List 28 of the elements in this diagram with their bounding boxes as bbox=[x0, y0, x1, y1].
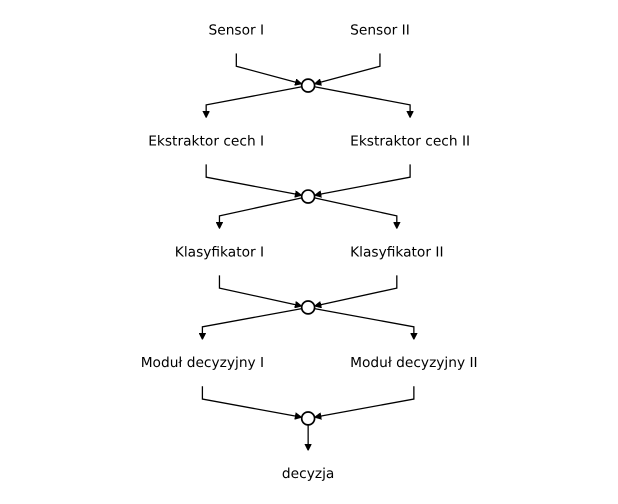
node-circle bbox=[300, 189, 316, 204]
node-text: Sensor II bbox=[350, 22, 410, 38]
arrow bbox=[304, 424, 312, 451]
arrow bbox=[198, 308, 302, 340]
arrow bbox=[205, 164, 302, 198]
arrow bbox=[314, 53, 380, 86]
node-circle bbox=[300, 300, 316, 315]
arrow bbox=[314, 164, 411, 198]
node-text: Sensor I bbox=[208, 22, 264, 38]
arrow bbox=[314, 86, 414, 118]
node-text: Moduł decyzyjny I bbox=[140, 354, 264, 371]
arrow bbox=[314, 197, 400, 230]
arrow bbox=[236, 53, 302, 86]
arrow bbox=[314, 275, 398, 308]
arrow bbox=[218, 275, 302, 308]
node-circle bbox=[300, 78, 316, 93]
node-text: Moduł decyzyjny II bbox=[350, 354, 478, 371]
node-text: decyzja bbox=[282, 465, 334, 482]
arrow bbox=[314, 308, 418, 340]
node-text: Klasyfikator II bbox=[350, 243, 444, 260]
arrow bbox=[202, 386, 302, 420]
node-circle bbox=[300, 411, 316, 426]
node-text: Ekstraktor cech I bbox=[148, 132, 264, 149]
arrow bbox=[202, 86, 302, 118]
node-text: Ekstraktor cech II bbox=[350, 132, 470, 149]
arrow bbox=[314, 386, 414, 420]
node-text: Klasyfikator I bbox=[174, 243, 264, 260]
arrow bbox=[216, 197, 302, 230]
